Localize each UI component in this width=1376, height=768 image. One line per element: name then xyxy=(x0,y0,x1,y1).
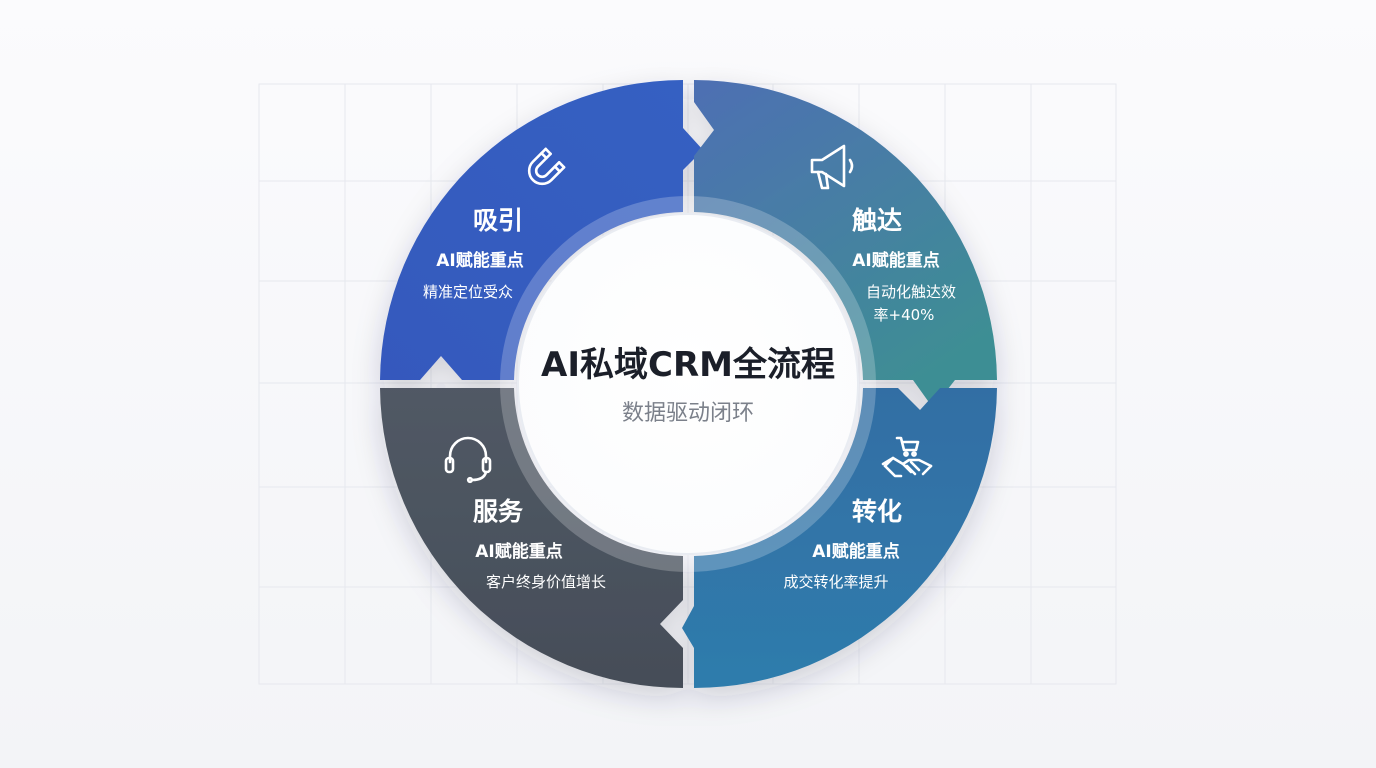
megaphone-icon xyxy=(810,144,854,190)
center-title: AI私域CRM全流程 xyxy=(541,345,835,385)
reach-desc-line1: 自动化触达效 xyxy=(866,283,956,301)
convert-title: 转化 xyxy=(852,497,902,526)
attract-focus-label: AI赋能重点 xyxy=(436,250,523,271)
headset-icon xyxy=(444,436,492,484)
service-desc: 客户终身价值增长 xyxy=(486,573,606,591)
reach-desc-line2: 率+40% xyxy=(874,306,935,324)
handshake-cart-icon xyxy=(881,436,933,478)
center-disc xyxy=(517,213,859,555)
center-subtitle: 数据驱动闭环 xyxy=(622,401,754,426)
magnet-icon xyxy=(527,147,566,186)
service-focus-label: AI赋能重点 xyxy=(475,541,562,562)
segment-attract xyxy=(380,80,703,380)
segment-service xyxy=(380,388,683,688)
attract-title: 吸引 xyxy=(473,206,523,235)
segment-convert xyxy=(682,388,997,688)
convert-focus-label: AI赋能重点 xyxy=(812,541,899,562)
attract-desc: 精准定位受众 xyxy=(423,283,513,301)
reach-focus-label: AI赋能重点 xyxy=(852,250,939,271)
reach-title: 触达 xyxy=(852,206,902,235)
segment-reach xyxy=(694,80,997,408)
convert-desc: 成交转化率提升 xyxy=(783,573,888,591)
service-title: 服务 xyxy=(473,497,523,526)
